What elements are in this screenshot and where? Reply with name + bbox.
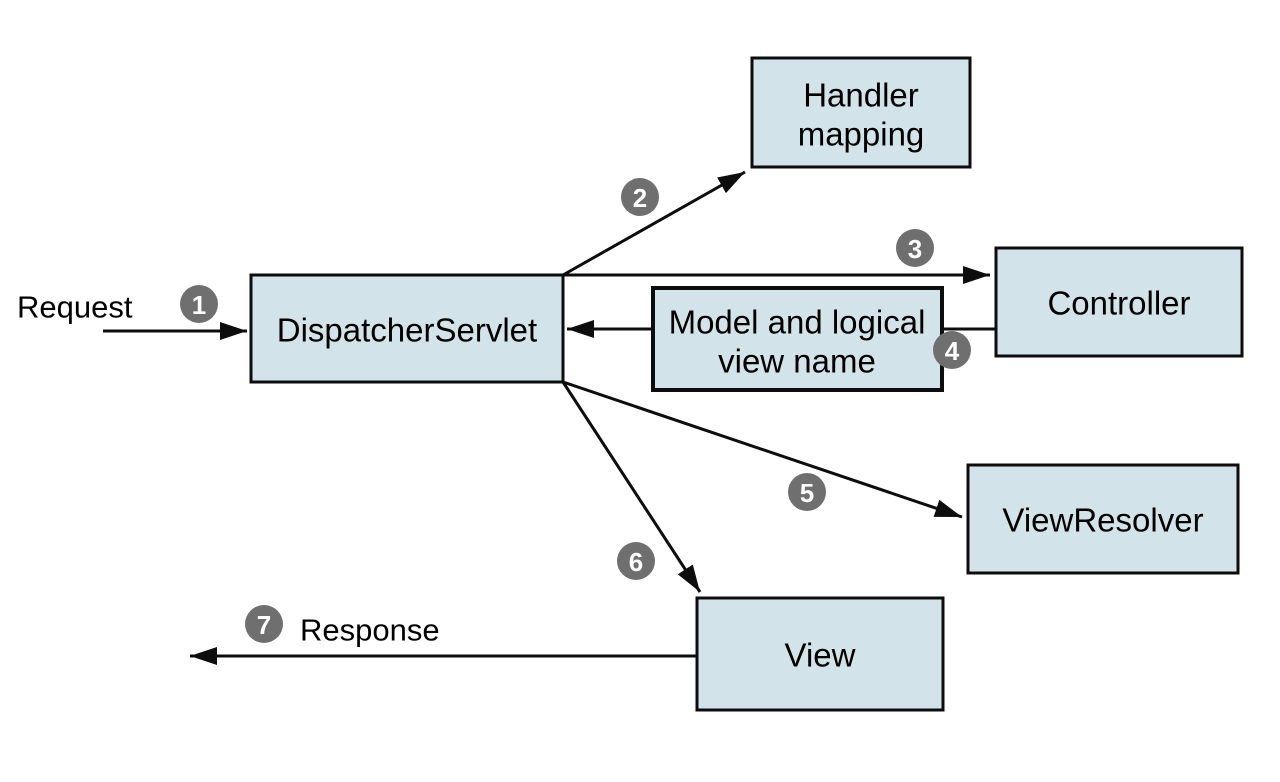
node-labels: DispatcherServlet Handler mapping Contro… [17, 77, 1204, 674]
step-2-number: 2 [633, 183, 647, 213]
step-numbers: 1 2 3 4 5 6 7 [192, 183, 960, 640]
controller-label: Controller [1047, 285, 1190, 322]
handler-mapping-label-line2: mapping [798, 116, 925, 153]
handler-mapping-box [750, 56, 972, 169]
step-7-circle [245, 605, 283, 643]
controller-box [994, 246, 1244, 358]
arrow-6-to-view [561, 381, 702, 593]
model-and-view-label-line1: Model and logical [669, 304, 926, 341]
dispatcher-servlet-label: DispatcherServlet [277, 312, 537, 349]
view-resolver-box [966, 463, 1240, 575]
arrow-2-to-handler-mapping [562, 170, 746, 277]
step-3-number: 3 [908, 234, 922, 264]
step-6-number: 6 [629, 547, 643, 577]
handler-mapping-label-line1: Handler [803, 77, 919, 114]
dispatcher-servlet-box [249, 273, 565, 384]
step-5-number: 5 [800, 478, 814, 508]
step-6-circle [617, 542, 655, 580]
step-7-number: 7 [257, 610, 271, 640]
step-3-circle [896, 229, 934, 267]
step-1-circle [180, 285, 218, 323]
step-2-circle [621, 178, 659, 216]
step-circles [180, 178, 971, 643]
model-and-logical-view-name-box [651, 286, 944, 392]
arrow-5-to-view-resolver [562, 380, 963, 519]
view-box [695, 596, 945, 712]
flow-arrows [103, 170, 996, 665]
node-boxes [249, 56, 1244, 712]
step-4-circle [933, 331, 971, 369]
model-and-view-label-line2: view name [718, 343, 876, 380]
request-label: Request [17, 290, 133, 325]
step-5-circle [788, 473, 826, 511]
response-label: Response [300, 613, 440, 648]
step-1-number: 1 [192, 290, 206, 320]
view-resolver-label: ViewResolver [1002, 502, 1203, 539]
view-label: View [785, 637, 856, 674]
step-4-number: 4 [945, 336, 960, 366]
